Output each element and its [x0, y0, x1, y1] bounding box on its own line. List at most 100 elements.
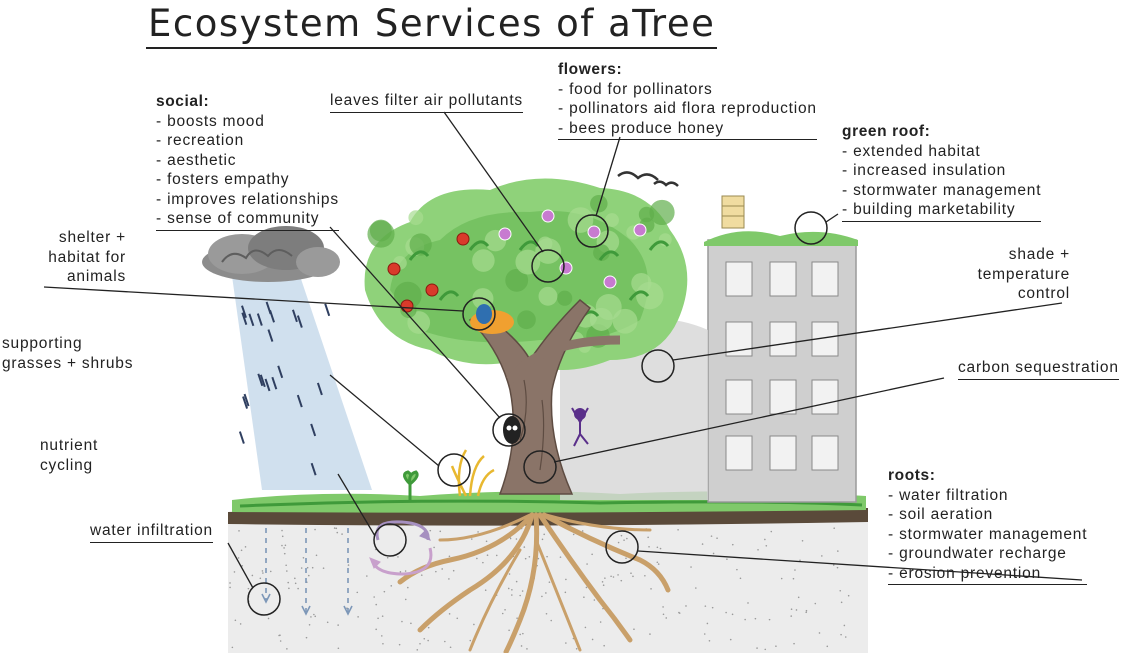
soil-speckle: [398, 643, 401, 646]
soil-speckle: [380, 635, 383, 637]
infiltration-arrows: [261, 528, 353, 616]
window: [769, 435, 797, 471]
green-roof-item: - extended habitat: [842, 142, 981, 160]
leader-social: [329, 226, 501, 419]
soil-speckle: [261, 570, 264, 572]
roots-heading: roots:: [888, 467, 936, 484]
soil-speckle: [262, 572, 264, 574]
soil-speckle: [826, 645, 829, 648]
grass-tuft: [450, 449, 495, 497]
soil-speckle: [768, 618, 771, 621]
soil-speckle: [685, 605, 687, 607]
soil-speckle: [545, 592, 547, 594]
soil-speckle: [647, 536, 649, 539]
soil-speckle: [386, 556, 389, 559]
soil-speckle: [377, 617, 379, 620]
flowers-heading: flowers:: [558, 61, 623, 78]
soil-speckle: [565, 642, 567, 644]
carbon-label: carbon sequestration: [958, 358, 1119, 380]
soil-speckle: [625, 557, 627, 560]
soil-speckle: [620, 579, 623, 582]
flower: [541, 209, 555, 223]
soil-speckle: [341, 533, 343, 535]
soil-speckle: [439, 530, 442, 533]
soil-speckle: [833, 527, 835, 530]
soil-speckle: [326, 621, 329, 624]
soil-speckle: [337, 647, 340, 650]
roots-item: - water filtration: [888, 486, 1009, 504]
soil-speckle: [504, 609, 506, 611]
soil-speckle: [515, 538, 518, 540]
leaf-cluster: [649, 199, 675, 226]
apple: [400, 299, 414, 313]
shade-label: shade + temperature control: [940, 245, 1070, 304]
soil-speckle: [678, 611, 680, 614]
soil-speckle: [229, 582, 231, 584]
social-item: - improves relationships: [156, 190, 339, 208]
callout-circle-water: [247, 582, 281, 616]
callout-circles: [247, 211, 828, 616]
soil-speckle: [476, 557, 478, 560]
soil-speckle: [612, 576, 615, 578]
soil-speckle: [441, 568, 443, 570]
soil-speckle: [516, 617, 518, 619]
soil-speckle: [585, 586, 588, 589]
soil-speckle: [790, 608, 793, 611]
soil-speckle: [584, 626, 587, 629]
soil-speckle: [550, 619, 553, 622]
soil-speckle: [507, 587, 510, 590]
social-item: - boosts mood: [156, 112, 265, 130]
soil-speckle: [522, 632, 524, 635]
soil-speckle: [764, 538, 766, 541]
soil-speckle: [837, 550, 839, 552]
soil-speckle: [495, 554, 498, 557]
root-strand: [534, 538, 582, 652]
leader-lines: [43, 111, 1083, 589]
soil-speckle: [586, 563, 588, 565]
soil-speckle: [775, 645, 777, 647]
soil-speckle: [591, 553, 593, 556]
leaf-cluster: [590, 194, 608, 213]
soil-speckle: [797, 596, 800, 599]
raindrop: [248, 313, 255, 327]
leaf-cluster: [505, 268, 529, 292]
child-figure: [571, 407, 589, 447]
soil-speckle: [805, 611, 808, 614]
root-strand: [438, 513, 532, 542]
soil-speckle: [593, 599, 596, 601]
raindrop: [265, 301, 272, 315]
soil-speckle: [314, 528, 316, 531]
soil-speckle: [294, 577, 296, 580]
raindrop: [241, 305, 247, 319]
soil-speckle: [294, 582, 297, 585]
root-strand: [541, 512, 671, 593]
leaf-stroke: [628, 290, 650, 301]
soil-speckle: [543, 533, 545, 536]
soil-speckle: [604, 577, 606, 579]
shelter-line: shelter +: [58, 229, 126, 246]
soil-speckle: [520, 645, 523, 647]
soil-speckle: [286, 570, 288, 572]
raindrop: [264, 378, 271, 392]
soil-speckle: [477, 531, 479, 533]
raindrop: [310, 462, 317, 476]
soil-speckle: [695, 587, 697, 589]
soil-speckle: [234, 619, 237, 622]
soil-speckle: [444, 640, 446, 643]
soil-speckle: [429, 529, 432, 532]
soil-speckle: [603, 644, 605, 647]
soil-speckle: [716, 537, 718, 540]
soil-speckle: [795, 609, 798, 611]
soil-speckle: [336, 531, 339, 534]
soil-speckle: [229, 586, 231, 589]
soil-speckle: [818, 632, 821, 634]
window: [811, 261, 839, 297]
soil-speckle: [656, 561, 659, 564]
raindrop: [267, 329, 274, 342]
social-item: - recreation: [156, 132, 244, 149]
soil-speckle: [708, 639, 711, 642]
leader-shade: [672, 302, 1063, 361]
soil-speckle: [792, 577, 795, 580]
soil-speckle: [790, 615, 793, 617]
soil-speckle: [839, 589, 842, 592]
